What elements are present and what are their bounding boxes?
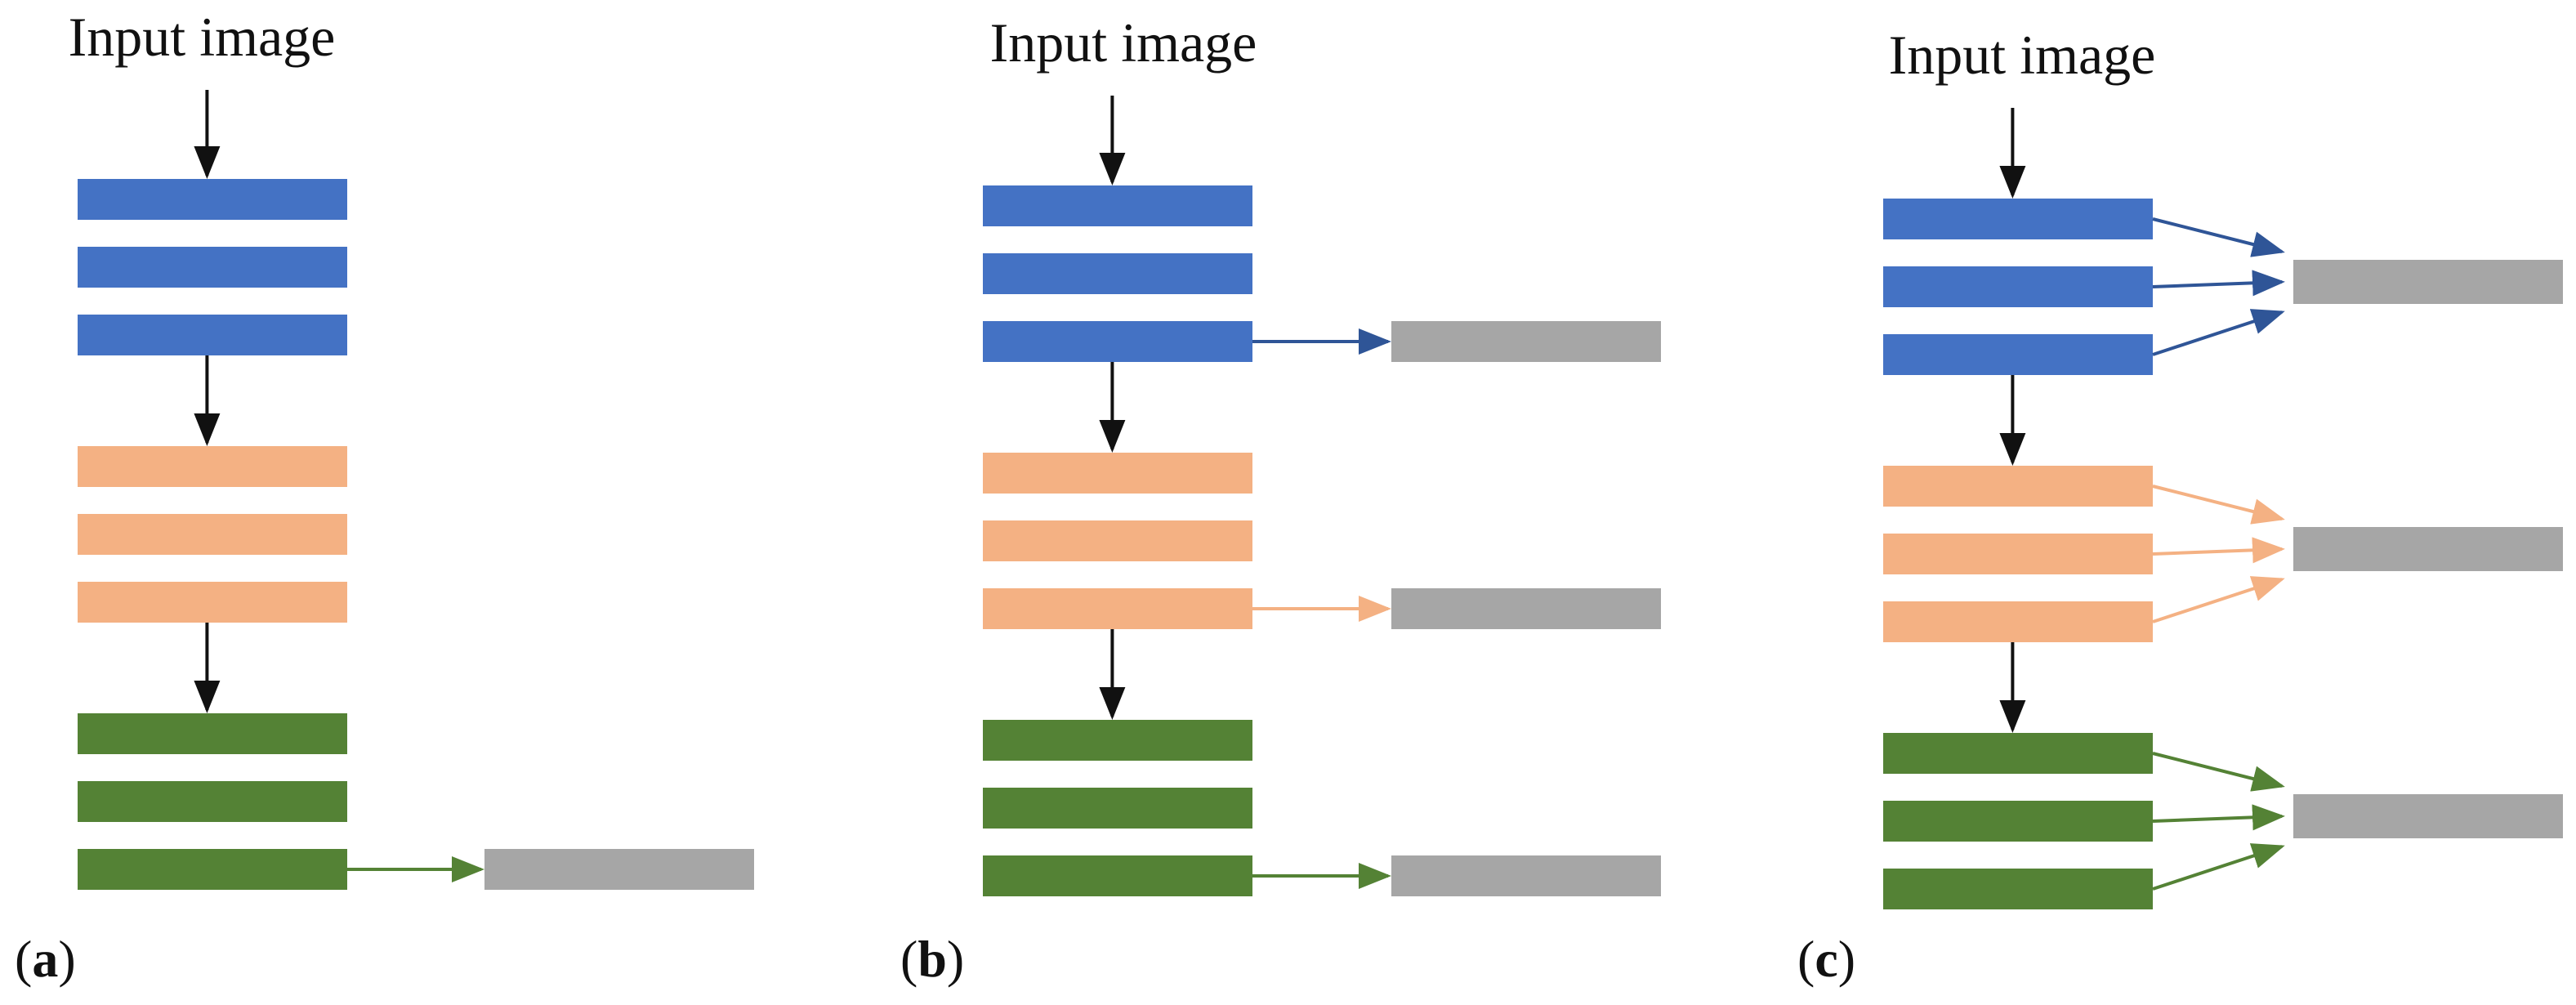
layer-green-2 [78, 781, 347, 822]
output-arrow [2152, 485, 2285, 525]
layer-green-3 [983, 855, 1252, 896]
panel-label: (a) [15, 930, 76, 988]
input-image-label: Input image [69, 6, 336, 68]
block-blue [78, 179, 347, 446]
output-box [2293, 527, 2563, 571]
layer-orange-3 [983, 588, 1252, 629]
output-arrow [2152, 752, 2285, 792]
panel-label-letter: a [32, 930, 58, 988]
output-arrow [2152, 576, 2285, 623]
layer-green-2 [1883, 801, 2153, 842]
panel-label-letter: c [1815, 930, 1837, 988]
layer-green-2 [983, 788, 1252, 829]
layer-blue-2 [983, 253, 1252, 294]
layer-blue-1 [78, 179, 347, 220]
layer-green-1 [983, 720, 1252, 761]
layer-orange-1 [78, 446, 347, 487]
output-arrow [2152, 804, 2285, 831]
layer-orange-3 [1883, 601, 2153, 642]
layer-blue-1 [1883, 199, 2153, 239]
input-image-label: Input image [1889, 24, 2156, 86]
block-blue [1883, 199, 2563, 466]
output-arrow [2152, 217, 2285, 257]
panel-label: (c) [1797, 930, 1855, 988]
layer-orange-2 [78, 514, 347, 555]
layer-blue-2 [78, 247, 347, 288]
panel-b: Input image (b) [900, 11, 1661, 988]
panel-c: Input image (c) [1797, 24, 2563, 988]
output-arrow [2152, 843, 2285, 891]
panels-root: Input image (a) Input image (b) Input image (… [15, 6, 2563, 988]
input-image-label: Input image [990, 11, 1257, 74]
output-arrow [2152, 270, 2285, 297]
block-green [983, 720, 1661, 896]
layer-blue-3 [1883, 334, 2153, 375]
layer-green-3 [78, 849, 347, 890]
panel-label-letter: b [917, 930, 947, 988]
layer-blue-3 [983, 321, 1252, 362]
block-blue [983, 185, 1661, 453]
layer-orange-1 [983, 453, 1252, 494]
panel-label: (b) [900, 930, 964, 988]
output-box [1391, 588, 1661, 629]
layer-orange-2 [1883, 534, 2153, 574]
layer-blue-3 [78, 315, 347, 355]
block-orange [78, 446, 347, 713]
layer-orange-1 [1883, 466, 2153, 507]
output-box [1391, 855, 1661, 896]
output-arrow [2152, 537, 2285, 564]
block-green [78, 713, 754, 890]
output-box [2293, 260, 2563, 304]
output-arrow [2152, 309, 2285, 356]
layer-green-1 [1883, 733, 2153, 774]
block-orange [1883, 466, 2563, 733]
block-orange [983, 453, 1661, 720]
panel-a: Input image (a) [15, 6, 754, 988]
block-green [1883, 733, 2563, 909]
layer-orange-3 [78, 582, 347, 623]
layer-green-3 [1883, 869, 2153, 909]
layer-orange-2 [983, 520, 1252, 561]
output-box [2293, 794, 2563, 838]
layer-blue-1 [983, 185, 1252, 226]
output-box [1391, 321, 1661, 362]
layer-green-1 [78, 713, 347, 754]
layer-blue-2 [1883, 266, 2153, 307]
output-box [484, 849, 754, 890]
